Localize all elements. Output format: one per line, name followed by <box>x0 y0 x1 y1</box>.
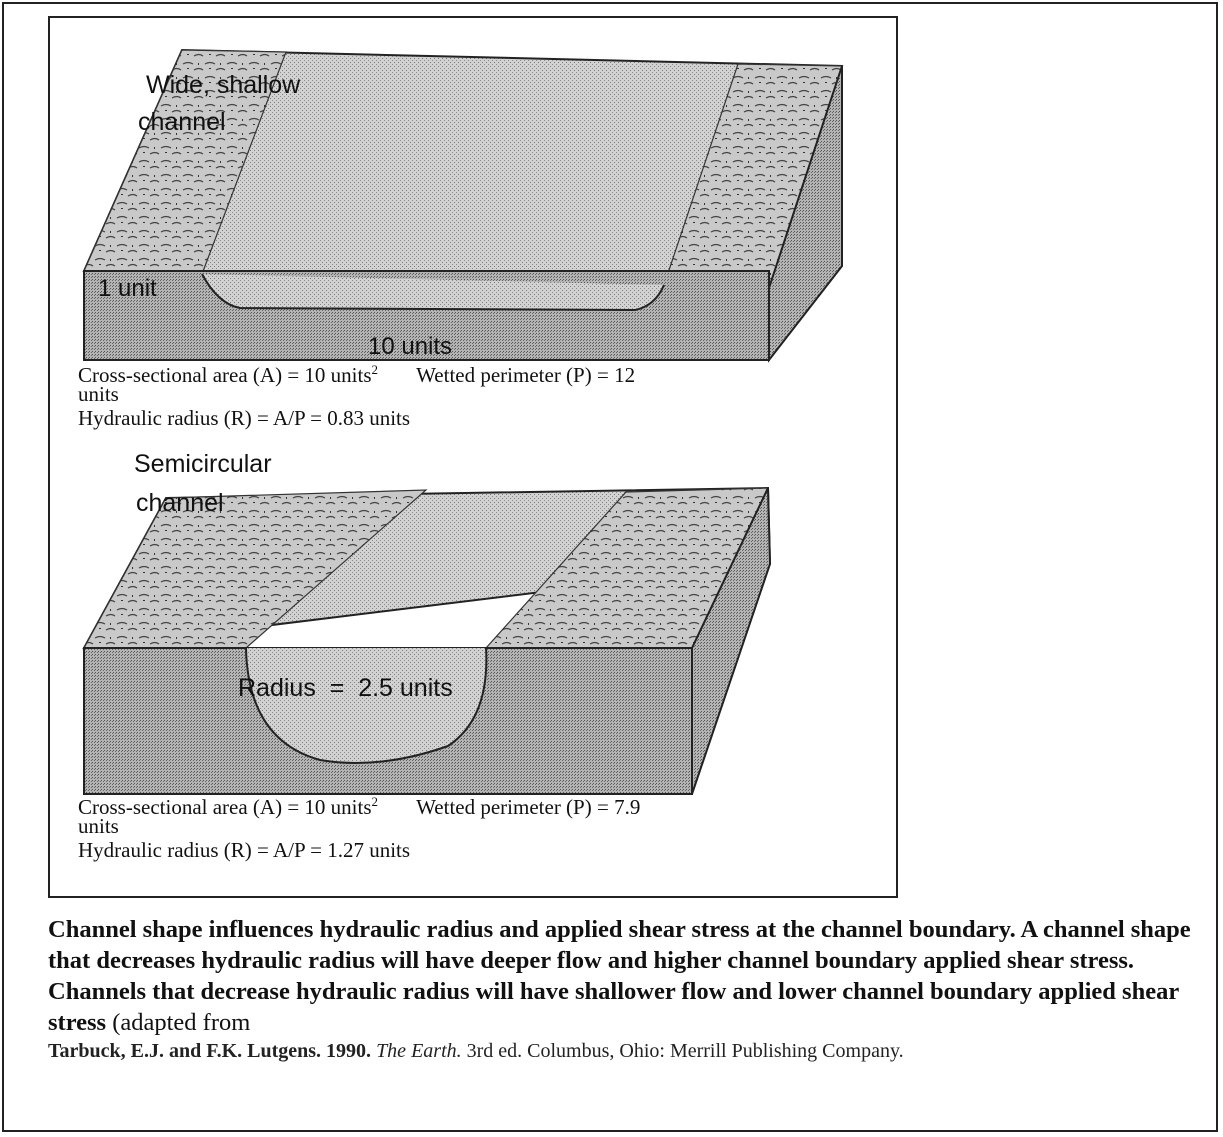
caption-normal-text: (adapted from <box>106 1009 251 1036</box>
semi-area-text: Cross-sectional area (A) = 10 units <box>78 795 372 819</box>
semi-units-wrap: units <box>78 814 119 838</box>
channel-diagram: Wide, shallow channel 1 unit 10 units Se… <box>82 48 844 795</box>
semicircular-block <box>82 486 772 795</box>
depth-label: 1 unit <box>98 275 157 302</box>
wide-units-wrap: units <box>78 382 119 406</box>
wide-shallow-title-line1: Wide, shallow <box>146 71 301 99</box>
semi-area-superscript: 2 <box>371 794 379 809</box>
semicircular-title-line1: Semicircular <box>134 450 272 478</box>
width-label: 10 units <box>368 333 452 360</box>
wide-area-line: Cross-sectional area (A) = 10 units2 Wet… <box>78 358 635 387</box>
wide-area-text: Cross-sectional area (A) = 10 units <box>78 363 372 387</box>
wide-hydraulic-radius: Hydraulic radius (R) = A/P = 0.83 units <box>78 406 411 430</box>
citation-book-title: The Earth. <box>376 1040 462 1062</box>
citation-authors: Tarbuck, E.J. and F.K. Lutgens. 1990. <box>48 1040 372 1062</box>
citation-publisher: 3rd ed. Columbus, Ohio: Merrill Publishi… <box>461 1040 904 1062</box>
semi-area-line: Cross-sectional area (A) = 10 units2 Wet… <box>78 790 640 819</box>
radius-label: Radius = 2.5 units <box>238 674 453 702</box>
figure-caption: Channel shape influences hydraulic radiu… <box>48 914 1198 1038</box>
semicircular-title-line2: channel <box>136 489 224 517</box>
wide-area-superscript: 2 <box>371 362 379 377</box>
semi-hydraulic-radius: Hydraulic radius (R) = A/P = 1.27 units <box>78 838 411 862</box>
wide-shallow-block <box>82 48 844 363</box>
caption-bold-text: Channel shape influences hydraulic radiu… <box>48 916 1191 1036</box>
semi-perimeter-text: Wetted perimeter (P) = 7.9 <box>416 795 641 819</box>
channel-figure: Wide, shallow channel 1 unit 10 units Se… <box>48 16 898 898</box>
wide-perimeter-text: Wetted perimeter (P) = 12 <box>416 363 636 387</box>
wide-shallow-title-line2: channel <box>138 108 226 136</box>
citation: Tarbuck, E.J. and F.K. Lutgens. 1990. Th… <box>48 1040 1208 1063</box>
